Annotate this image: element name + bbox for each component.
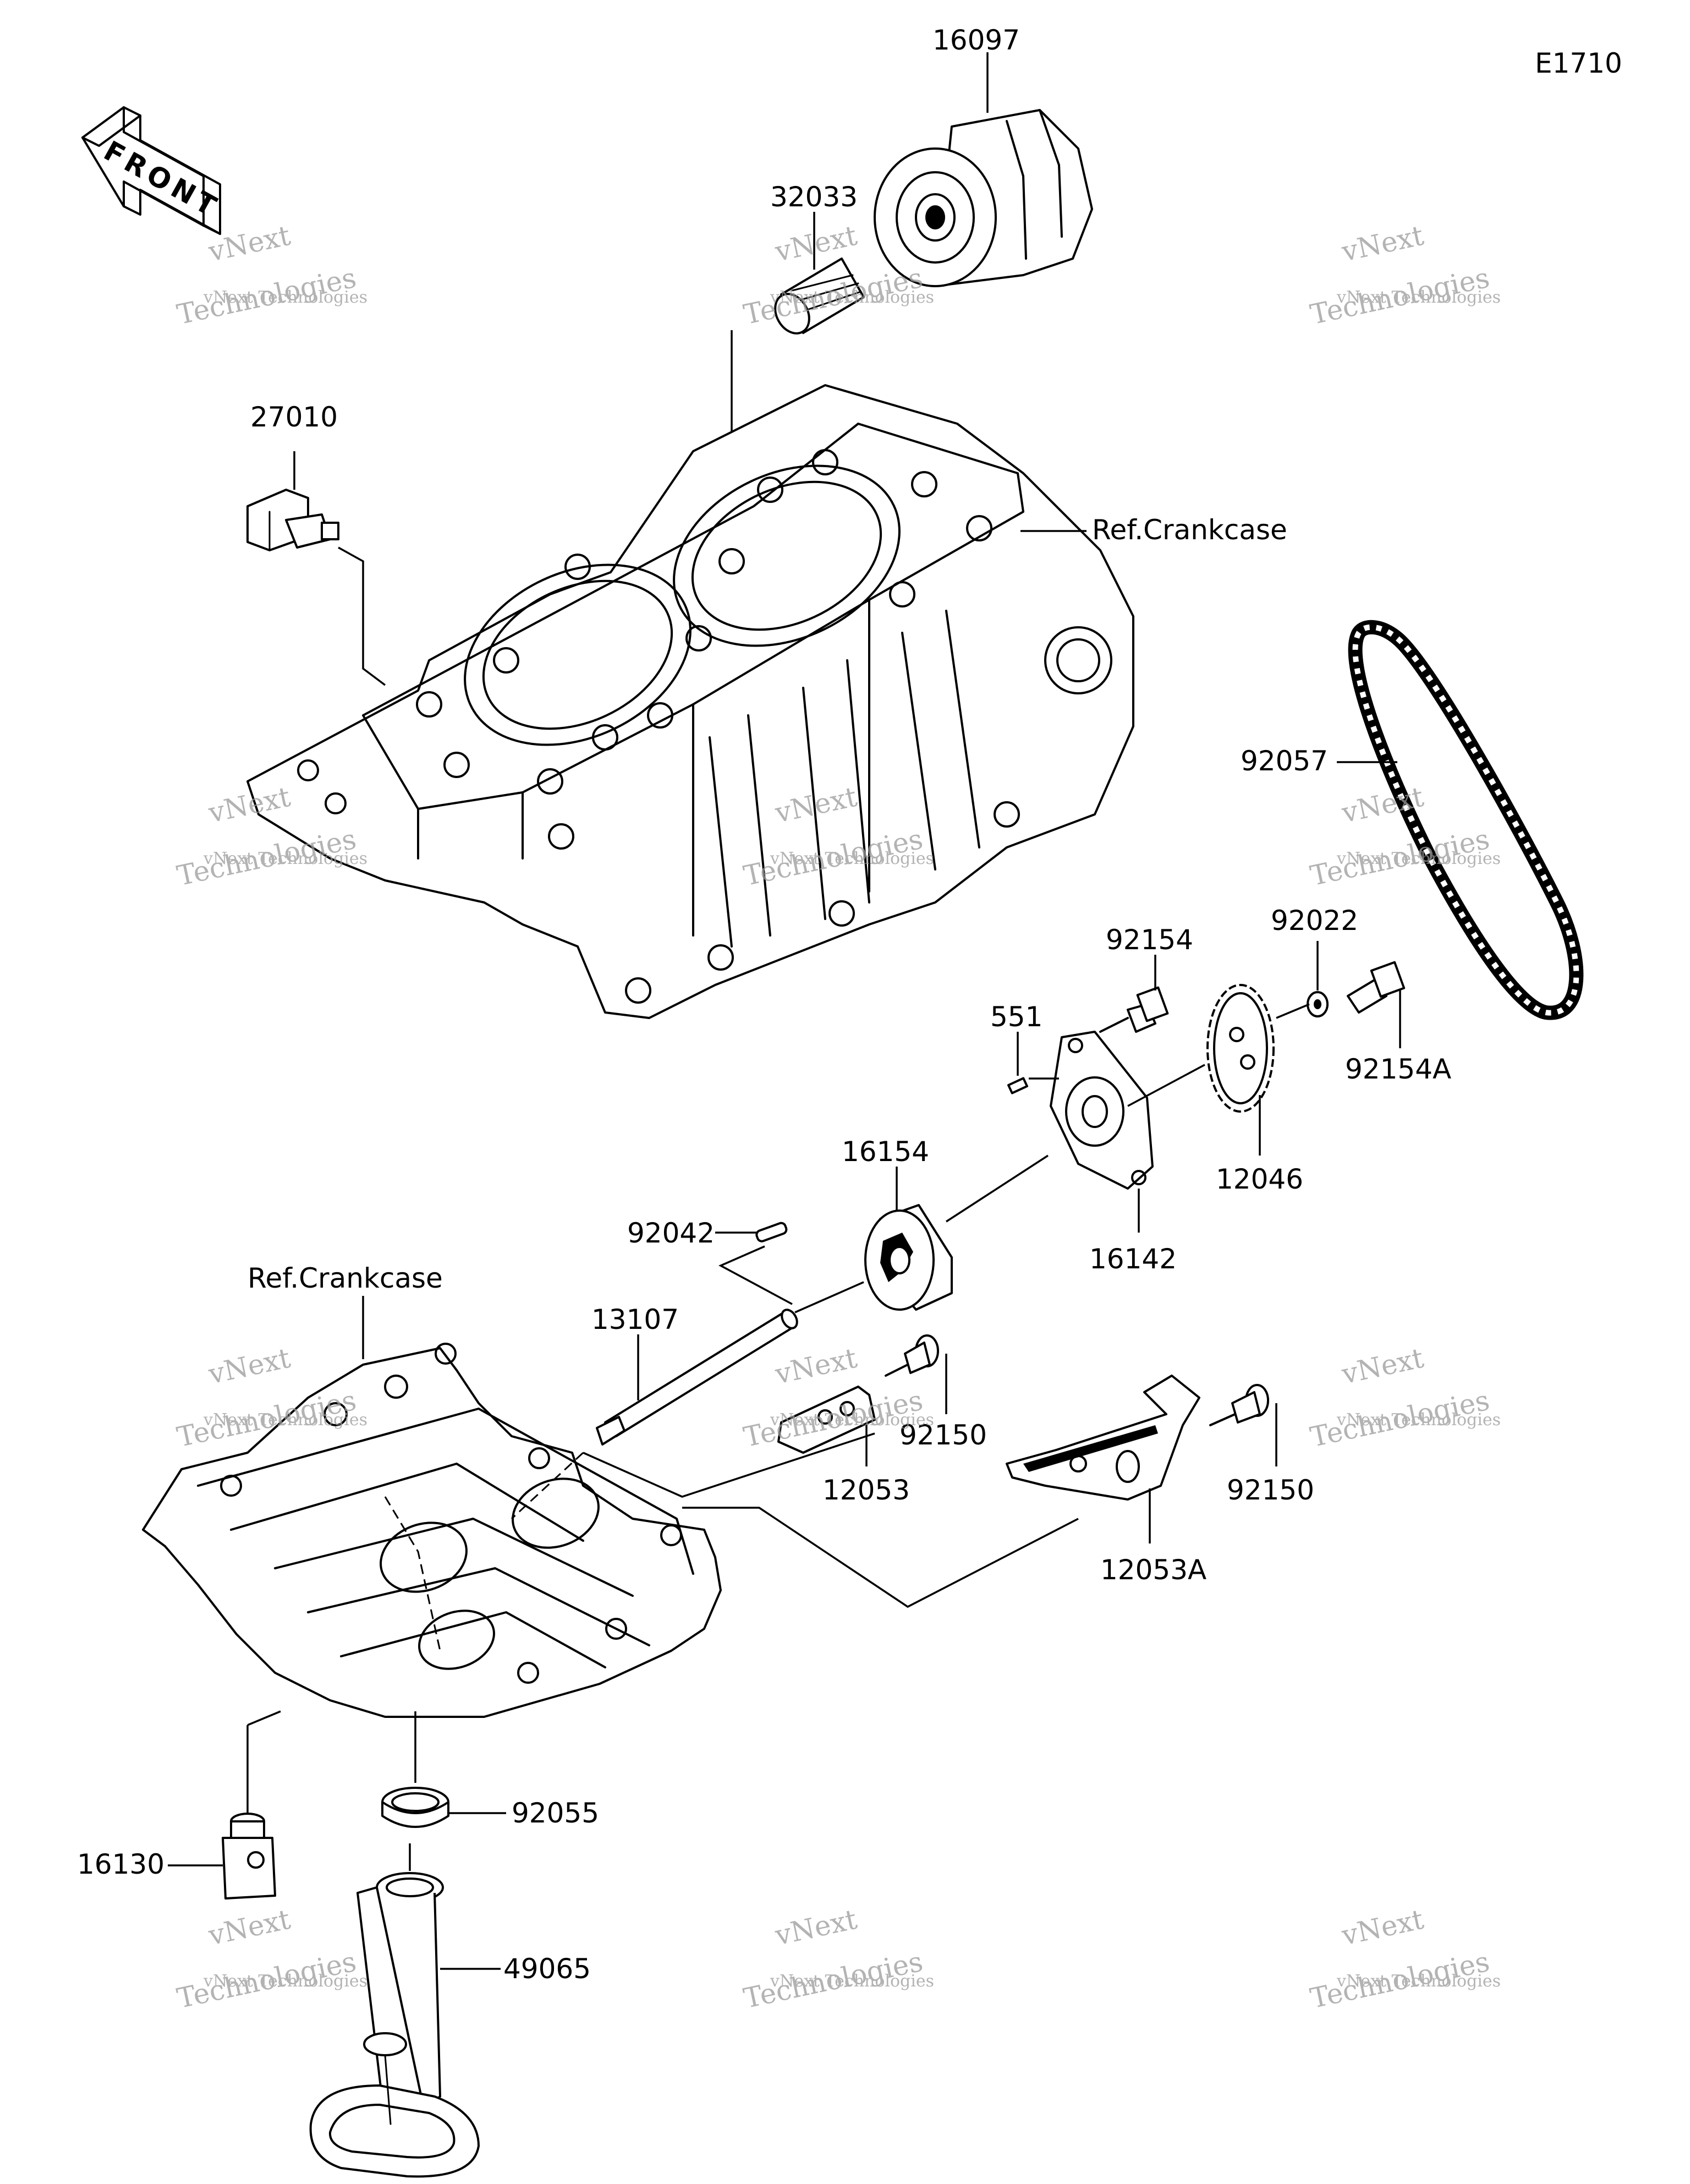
svg-text:vNext Technologies: vNext Technologies (203, 1410, 367, 1430)
label-92150-b: 92150 (1227, 1474, 1314, 1506)
svg-text:vNext: vNext (205, 220, 293, 268)
strainer-49065 (309, 1843, 501, 2178)
leader-92042-shaft (718, 1245, 793, 1305)
label-12053A: 12053A (1100, 1554, 1206, 1586)
ref-label-upper-crankcase: Ref.Crankcase (1092, 514, 1287, 546)
label-16130: 16130 (77, 1848, 164, 1880)
watermark-12: vNext vNext Technologies Technologies (1308, 1903, 1501, 2015)
label-13107: 13107 (591, 1304, 679, 1335)
label-27010: 27010 (250, 401, 338, 433)
svg-text:vNext Technologies: vNext Technologies (1336, 1972, 1501, 1991)
rotor-16154 (864, 1167, 953, 1311)
fitting-32033 (774, 212, 865, 335)
svg-text:vNext Technologies: vNext Technologies (1336, 849, 1501, 868)
label-49065: 49065 (503, 1953, 591, 1985)
label-32033: 32033 (770, 181, 858, 213)
label-92057: 92057 (1241, 745, 1328, 777)
svg-text:vNext: vNext (1338, 220, 1426, 268)
crankcase-bolt-holes (297, 449, 1112, 1004)
oil-filter-16097 (874, 52, 1093, 287)
label-16154: 16154 (842, 1136, 929, 1168)
chain-92057 (1348, 620, 1584, 1020)
ref-label-lower-crankcase: Ref.Crankcase (248, 1262, 443, 1294)
guide-12053A (1006, 1375, 1200, 1543)
leader-27010 (338, 546, 386, 686)
svg-text:Technologies: Technologies (174, 823, 359, 893)
watermark-11: vNext vNext Technologies Technologies (741, 1903, 934, 2015)
svg-text:vNext: vNext (1338, 1342, 1426, 1391)
leader-16142-gear (1127, 1064, 1205, 1107)
pin-551 (1007, 1032, 1028, 1094)
svg-text:Technologies: Technologies (741, 1946, 926, 2015)
pin-92042 (715, 1222, 788, 1242)
pump-cover-16142 (1050, 1031, 1154, 1233)
label-92154: 92154 (1106, 924, 1193, 956)
svg-text:vNext: vNext (772, 1903, 860, 1952)
svg-text:vNext Technologies: vNext Technologies (770, 849, 934, 868)
pressure-switch-27010 (246, 451, 339, 551)
watermark-1: vNext vNext Technologies Technologies (174, 220, 367, 331)
shaft-13107 (596, 1309, 798, 1446)
label-92022: 92022 (1271, 905, 1358, 937)
svg-text:vNext Technologies: vNext Technologies (1336, 1410, 1501, 1430)
label-16097: 16097 (932, 24, 1020, 56)
watermark-9: vNext vNext Technologies Technologies (1308, 1342, 1501, 1453)
leader-16154-cover (946, 1154, 1049, 1223)
svg-text:vNext: vNext (1338, 1903, 1426, 1952)
label-12053: 12053 (822, 1474, 910, 1506)
svg-text:Technologies: Technologies (741, 1384, 926, 1454)
watermark-3: vNext vNext Technologies Technologies (1308, 220, 1501, 331)
svg-text:vNext Technologies: vNext Technologies (770, 1410, 934, 1430)
svg-text:Technologies: Technologies (1308, 1384, 1493, 1454)
watermark-10: vNext vNext Technologies Technologies (174, 1903, 367, 2015)
svg-text:vNext Technologies: vNext Technologies (203, 849, 367, 868)
washer-92022 (1307, 941, 1329, 1017)
svg-text:Technologies: Technologies (1308, 1946, 1493, 2015)
gear-12046 (1206, 984, 1275, 1156)
label-92154A: 92154A (1345, 1053, 1451, 1085)
fitting-16130 (168, 1710, 281, 1900)
svg-text:vNext: vNext (205, 1342, 293, 1391)
bolt-92150-a (885, 1334, 947, 1414)
svg-text:vNext: vNext (205, 1903, 293, 1952)
svg-text:Technologies: Technologies (174, 262, 359, 331)
label-16142: 16142 (1089, 1243, 1177, 1275)
label-92055: 92055 (512, 1797, 599, 1829)
svg-text:Technologies: Technologies (1308, 823, 1493, 893)
leader-crankcase-guide-12053A (682, 1507, 1079, 1608)
label-12046: 12046 (1216, 1163, 1303, 1195)
svg-text:Technologies: Technologies (174, 1946, 359, 2015)
bolt-92154A (1347, 961, 1406, 1048)
oring-92055 (381, 1711, 506, 1828)
svg-text:vNext Technologies: vNext Technologies (770, 1972, 934, 1991)
label-551: 551 (990, 1001, 1042, 1033)
svg-text:Technologies: Technologies (1308, 262, 1493, 331)
svg-text:vNext Technologies: vNext Technologies (770, 288, 934, 307)
svg-text:vNext Technologies: vNext Technologies (203, 1972, 367, 1991)
svg-text:vNext: vNext (772, 220, 860, 268)
upper-crankcase-outline (246, 384, 1134, 1019)
guide-12053 (777, 1386, 876, 1466)
svg-text:vNext Technologies: vNext Technologies (203, 288, 367, 307)
leader-crankcase-guide-12053 (583, 1432, 875, 1498)
watermark-6: vNext vNext Technologies Technologies (1308, 781, 1501, 892)
label-92042: 92042 (627, 1217, 715, 1249)
bolt-92150-b (1209, 1384, 1277, 1466)
svg-text:vNext Technologies: vNext Technologies (1336, 288, 1501, 307)
bolt-92154 (1099, 955, 1169, 1033)
lower-crankcase-outline (142, 1343, 722, 1718)
diagram-code: E1710 (1535, 47, 1622, 79)
label-92150-a: 92150 (899, 1419, 987, 1451)
front-arrow-icon: FRONT (81, 106, 225, 235)
leader-rotor-shaft (794, 1281, 864, 1313)
svg-text:vNext: vNext (772, 1342, 860, 1391)
leader-12046-bolt (1276, 1003, 1310, 1019)
